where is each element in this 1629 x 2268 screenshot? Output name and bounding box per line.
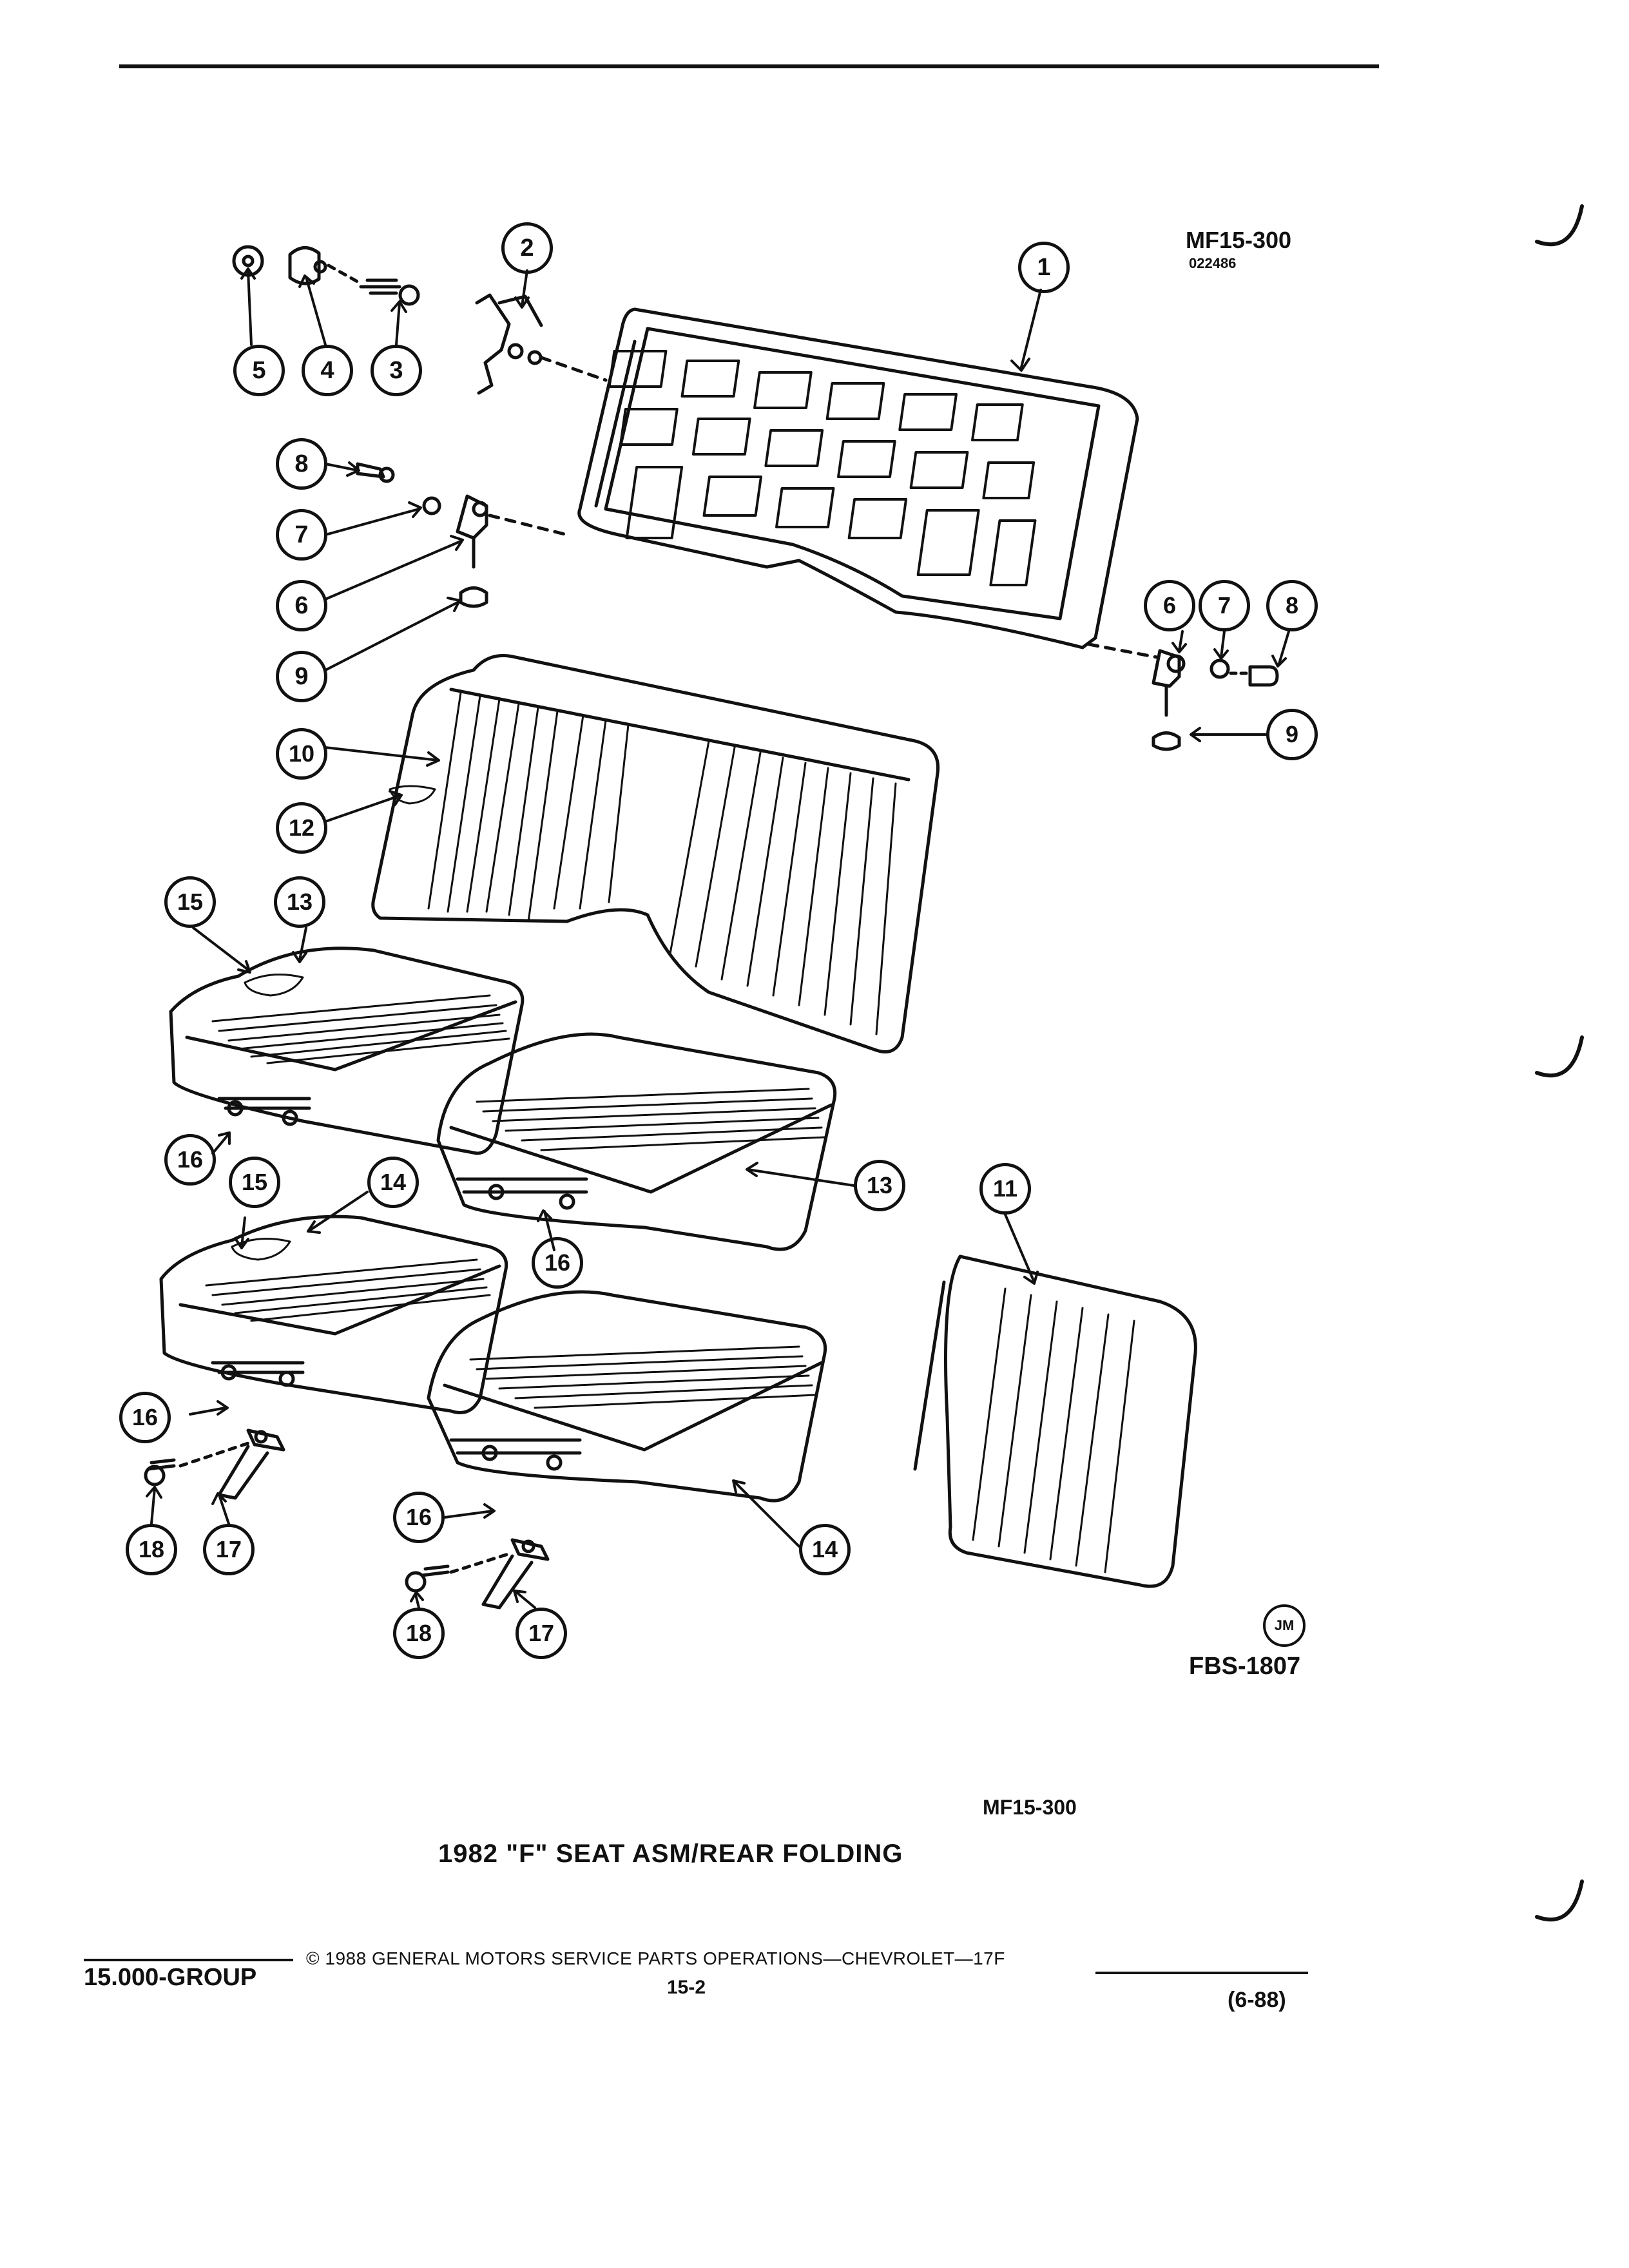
callout-1-label: 1: [1037, 253, 1051, 281]
callout-10-label: 10: [288, 740, 315, 767]
callout-8-left-label: 8: [294, 450, 309, 477]
artist-stamp-label: JM: [1274, 1617, 1295, 1633]
callout-13-upper: 13: [274, 876, 325, 928]
caption-code: MF15-300: [983, 1796, 1077, 1819]
seat-back-cushion: [371, 654, 940, 1053]
seat-back-panel: [577, 307, 1139, 649]
callout-14-upper-label: 14: [380, 1169, 407, 1195]
footer-date: (6-88): [1228, 1988, 1286, 2012]
seat-cushion-lower-left: [159, 1215, 508, 1414]
callout-18-right-label: 18: [405, 1620, 432, 1646]
hardware-parts-top: [232, 245, 420, 306]
callout-11: 11: [979, 1163, 1031, 1215]
callout-15-upper: 15: [164, 876, 216, 928]
callout-14-right: 14: [799, 1524, 851, 1575]
footer-copyright: © 1988 GENERAL MOTORS SERVICE PARTS OPER…: [306, 1948, 1005, 1968]
callout-16-d-label: 16: [405, 1504, 432, 1530]
callout-8-left: 8: [276, 438, 327, 490]
callout-5-label: 5: [252, 356, 266, 384]
callout-7-right: 7: [1199, 580, 1250, 631]
callout-16-d: 16: [393, 1492, 445, 1543]
seat-cushion-upper-right: [436, 1032, 837, 1251]
footer-page-number: 15-2: [667, 1977, 706, 1998]
hinge-hardware-left: [356, 462, 569, 608]
callout-16-a: 16: [164, 1134, 216, 1186]
callout-3: 3: [371, 345, 422, 396]
callout-18-left: 18: [126, 1524, 177, 1575]
callout-4-label: 4: [320, 356, 334, 384]
callout-17-right: 17: [516, 1608, 567, 1659]
footer-group: 15.000-GROUP: [84, 1964, 257, 1991]
callout-7-left-label: 7: [294, 521, 309, 548]
callout-11-label: 11: [992, 1175, 1018, 1202]
bracket-hardware: [144, 1428, 550, 1610]
callout-17-right-label: 17: [528, 1620, 555, 1646]
top-rule: [119, 64, 1379, 68]
callout-2: 2: [501, 222, 553, 274]
callout-14-upper: 14: [367, 1157, 419, 1208]
callout-16-b-label: 16: [544, 1249, 571, 1276]
callout-9-left-label: 9: [294, 662, 309, 690]
hinge-hardware-right: [1087, 642, 1279, 751]
callout-7-left: 7: [276, 509, 327, 561]
callout-5: 5: [233, 345, 285, 396]
callout-9-right: 9: [1266, 709, 1318, 760]
artist-stamp: JM: [1263, 1604, 1306, 1647]
callout-9-right-label: 9: [1285, 721, 1299, 747]
callout-6-right-label: 6: [1162, 592, 1177, 619]
callout-16-c: 16: [119, 1392, 171, 1443]
callout-6-left-label: 6: [294, 591, 309, 619]
callout-17-left: 17: [203, 1524, 255, 1575]
callout-2-label: 2: [520, 234, 534, 262]
latch-bracket: [475, 293, 608, 395]
caption-title: 1982 "F" SEAT ASM/REAR FOLDING: [438, 1840, 903, 1868]
callout-17-left-label: 17: [215, 1536, 242, 1562]
callout-6-left: 6: [276, 580, 327, 631]
callout-16-a-label: 16: [177, 1146, 204, 1173]
callout-8-right-label: 8: [1285, 592, 1299, 619]
callout-14-right-label: 14: [811, 1536, 838, 1562]
callout-16-c-label: 16: [131, 1404, 159, 1430]
figure-number: 022486: [1189, 255, 1237, 271]
callout-12-label: 12: [288, 814, 315, 841]
callout-13-right: 13: [854, 1160, 905, 1211]
callout-13-right-label: 13: [866, 1172, 893, 1198]
callout-18-left-label: 18: [138, 1536, 165, 1562]
callout-8-right: 8: [1266, 580, 1318, 631]
leader-lines: [146, 267, 1290, 1609]
callout-18-right: 18: [393, 1608, 445, 1659]
callout-13-upper-label: 13: [286, 889, 313, 915]
seat-cushion-upper-left: [169, 947, 525, 1155]
seat-cushion-lower-right: [427, 1290, 827, 1503]
reference-code: FBS-1807: [1189, 1653, 1301, 1680]
margin-marks: [1535, 204, 1584, 1922]
callout-16-b: 16: [532, 1237, 583, 1289]
footer-rule-right: [1095, 1972, 1308, 1974]
side-panel-cushion: [913, 1254, 1197, 1588]
callout-10: 10: [276, 728, 327, 780]
callout-9-left: 9: [276, 651, 327, 702]
callout-1: 1: [1018, 242, 1070, 293]
callout-6-right: 6: [1144, 580, 1195, 631]
callout-4: 4: [302, 345, 353, 396]
footer-rule-left: [84, 1959, 293, 1961]
figure-code: MF15-300: [1186, 227, 1292, 253]
callout-7-right-label: 7: [1217, 592, 1231, 619]
callout-12: 12: [276, 802, 327, 854]
callout-15-lower-label: 15: [241, 1169, 268, 1195]
callout-15-upper-label: 15: [177, 889, 204, 915]
callout-3-label: 3: [389, 356, 403, 384]
callout-15-lower: 15: [229, 1157, 280, 1208]
